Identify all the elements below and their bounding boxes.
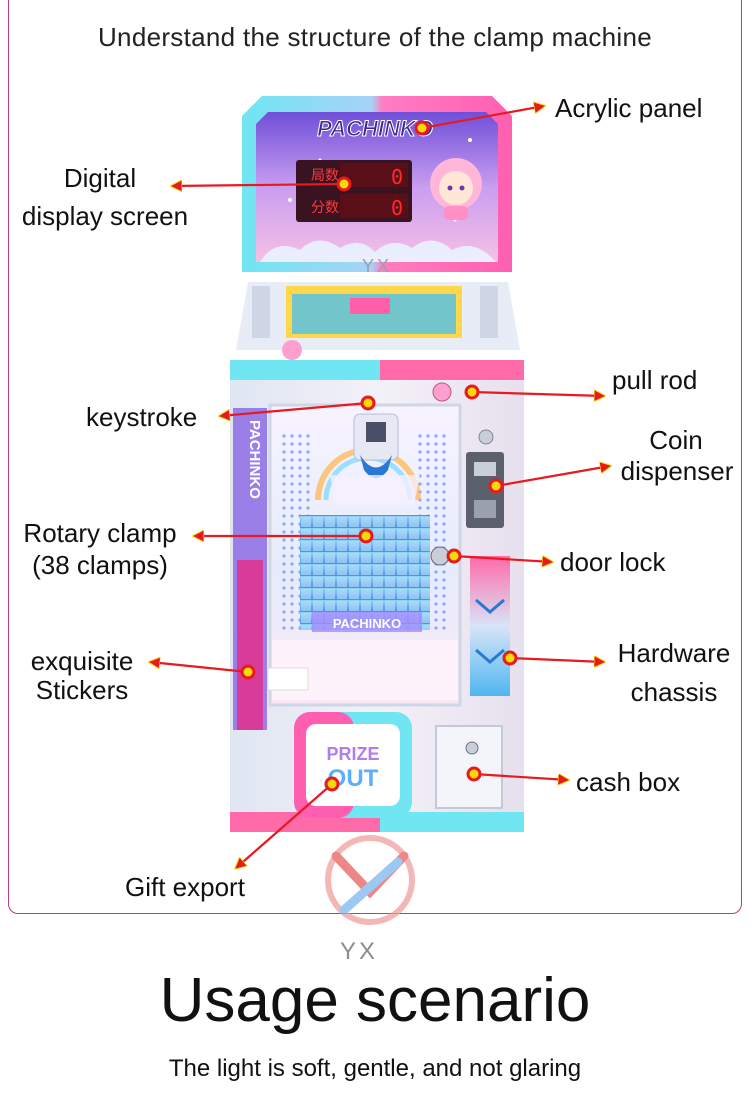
display-label-rounds: 局数 [311,168,339,184]
clamp-machine-illustration: PACHINKO 局数 分数 0 0 [0,96,750,925]
usage-section-subtitle: The light is soft, gentle, and not glari… [168,1055,582,1082]
callouts [150,106,610,868]
arrow-hardware-chassis [509,658,604,662]
display-digit-rounds: 0 [391,165,403,189]
console-top [236,282,520,360]
label-rotary-line2: (38 clamps) [32,550,168,580]
label-stickers-line1: exquisite [30,646,134,676]
arrow-digital-display [172,184,345,186]
prize-text-line1: PRIZE [326,744,379,764]
right-panel [430,382,510,696]
label-digital-line2: display screen [21,201,189,231]
label-rotary-line1: Rotary clamp [23,518,177,548]
label-coin-line2: dispenser [620,456,734,486]
watermark-text: YX [362,256,392,276]
content-frame [8,0,742,914]
rotary-clamp [330,413,420,505]
display-label-score: 分数 [311,200,339,216]
usage-section-title: Usage scenario [159,966,591,1035]
label-coin-line1: Coin [649,425,703,455]
side-sticker: PACHINKO [233,408,267,730]
arrow-door-lock [453,554,552,562]
side-sticker-text: PACHINKO [246,420,263,499]
arrow-cash-box [473,772,568,780]
mascot-character [430,158,482,220]
logo-text: YX [340,938,379,965]
hardware-chassis [470,556,510,696]
coin-lock [478,429,494,445]
arrow-acrylic-panel [421,106,544,130]
page-title: Understand the structure of the clamp ma… [97,22,652,52]
floor-text: PACHINKO [333,616,401,631]
button-knob [282,340,302,360]
label-hardware-line1: Hardware [617,638,731,668]
label-gift-export: Gift export [125,872,245,902]
arrow-gift-export [236,783,333,868]
label-stickers-line2: Stickers [35,675,129,705]
pull-rod [432,382,452,402]
prize-out-door: PRIZE OUT [294,712,412,818]
yx-logo-icon [325,835,415,925]
label-digital-line1: Digital [63,163,137,193]
label-door-lock: door lock [560,547,666,577]
label-keystroke: keystroke [86,402,198,432]
door-lock [430,546,450,566]
marquee-text: PACHINKO [317,116,433,141]
label-hardware-line2: chassis [630,677,718,707]
display-digit-score: 0 [391,196,403,220]
arrow-stickers [150,662,249,674]
digital-display: 局数 分数 0 0 [296,160,412,222]
arrow-pull-rod [471,392,604,396]
arrow-keystroke [220,401,369,416]
callout-dots [240,120,518,792]
arrow-coin-dispenser [495,466,610,488]
label-cash-box: cash box [576,767,681,797]
label-pull-rod: pull rod [612,365,698,395]
cash-box [435,725,503,809]
label-acrylic-panel: Acrylic panel [555,93,703,123]
